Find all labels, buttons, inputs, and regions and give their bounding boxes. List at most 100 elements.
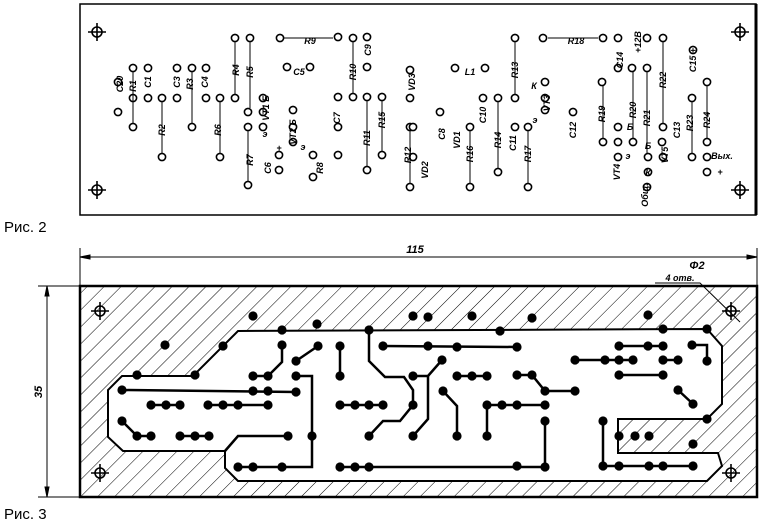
solder-pad [644, 461, 654, 471]
component-label: R19 [597, 106, 607, 123]
component-hole [658, 122, 668, 132]
component-hole [308, 172, 318, 182]
solder-pad [378, 400, 388, 410]
component-hole [643, 152, 653, 162]
solder-pad [291, 356, 301, 366]
component-hole [362, 92, 372, 102]
component-label: + [276, 143, 282, 153]
component-hole [201, 63, 211, 73]
solder-pad [497, 400, 507, 410]
solder-pad [175, 400, 185, 410]
component-hole [540, 105, 550, 115]
component-label: R3 [185, 78, 195, 90]
trace [238, 374, 314, 469]
mounting-hole-icon [722, 464, 740, 482]
solder-pad [335, 462, 345, 472]
component-hole [258, 122, 268, 132]
component-label: C5 [293, 67, 305, 77]
solder-pad [512, 461, 522, 471]
component-label: C9 [363, 44, 373, 56]
solder-pad [408, 431, 418, 441]
solder-pad [688, 439, 698, 449]
component-label: Вых. [711, 151, 733, 161]
trace [517, 373, 575, 393]
solder-pad [283, 431, 293, 441]
solder-pad [688, 461, 698, 471]
component-hole [113, 77, 123, 87]
figure-2-caption: Рис. 2 [4, 219, 47, 236]
solder-pad [540, 462, 550, 472]
solder-pad [312, 319, 322, 329]
figure-3-caption: Рис. 3 [4, 506, 47, 523]
component-hole [658, 152, 668, 162]
solder-pad [248, 311, 258, 321]
component-label: C8 [437, 128, 447, 140]
solder-pad [313, 341, 323, 351]
solder-pad [291, 371, 301, 381]
solder-pad [277, 325, 287, 335]
solder-pad [335, 341, 345, 351]
solder-pad [218, 341, 228, 351]
component-label: R23 [685, 115, 695, 132]
component-hole [702, 77, 712, 87]
component-hole [258, 107, 268, 117]
component-hole [613, 137, 623, 147]
component-hole [613, 63, 623, 73]
component-hole [113, 107, 123, 117]
component-hole [362, 62, 372, 72]
component-label: R12 [403, 147, 413, 164]
component-hole [157, 152, 167, 162]
solder-pad [600, 355, 610, 365]
solder-pad [438, 386, 448, 396]
component-label: VD3 [407, 73, 417, 91]
component-hole [658, 33, 668, 43]
component-hole [245, 33, 255, 43]
crosshair-mark-icon [88, 181, 106, 199]
component-hole [523, 122, 533, 132]
component-label: э [263, 129, 268, 139]
component-hole [642, 33, 652, 43]
solder-pad [160, 340, 170, 350]
component-hole [628, 137, 638, 147]
mounting-hole-icon [91, 302, 109, 320]
solder-pad [643, 310, 653, 320]
hole-count: 4 отв. [665, 273, 695, 283]
mounting-holes [91, 302, 740, 482]
solder-pad [658, 355, 668, 365]
mounting-marks [88, 23, 749, 199]
component-hole [143, 63, 153, 73]
component-hole [362, 32, 372, 42]
solder-pad [117, 416, 127, 426]
mounting-hole-icon [91, 464, 109, 482]
component-label: R15 [377, 111, 387, 129]
component-hole [642, 182, 652, 192]
component-hole [215, 93, 225, 103]
solder-pad [540, 400, 550, 410]
solder-pad [307, 431, 317, 441]
component-hole [128, 63, 138, 73]
solder-pad [702, 356, 712, 366]
component-hole [538, 33, 548, 43]
component-hole [540, 93, 550, 103]
component-hole [288, 122, 298, 132]
trace [367, 330, 415, 437]
component-hole [702, 152, 712, 162]
component-hole [702, 137, 712, 147]
component-label: C7 [332, 111, 342, 123]
solder-pad [408, 311, 418, 321]
component-hole [613, 33, 623, 43]
component-hole [172, 93, 182, 103]
trace [412, 376, 430, 437]
solder-pad [132, 370, 142, 380]
component-label: R18 [568, 36, 585, 46]
component-label: VT2 Б [288, 119, 298, 145]
component-hole [230, 33, 240, 43]
component-label: э [533, 115, 538, 125]
solder-pad [540, 416, 550, 426]
component-hole [333, 122, 343, 132]
solder-pad [614, 461, 624, 471]
component-hole [568, 107, 578, 117]
component-hole [687, 152, 697, 162]
solder-pad [263, 400, 273, 410]
solder-pad [263, 371, 273, 381]
